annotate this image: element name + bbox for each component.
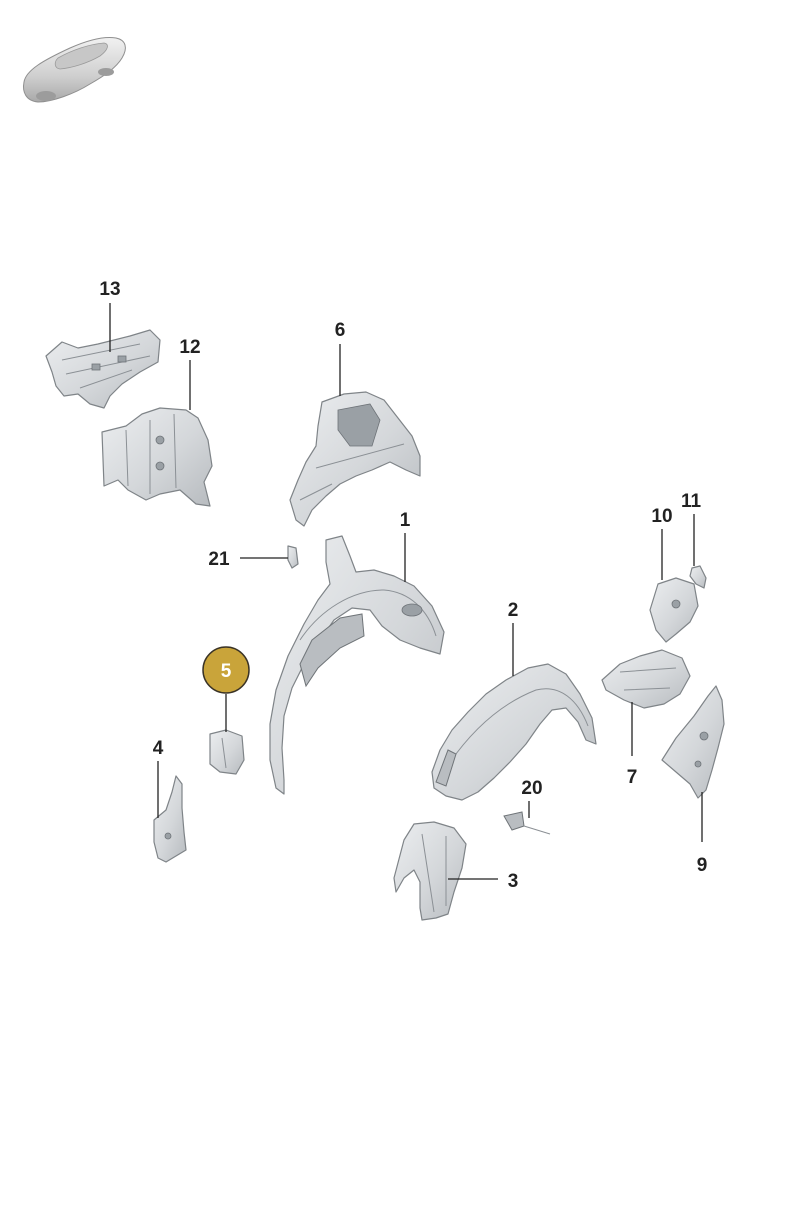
part-20[interactable] — [503, 811, 551, 835]
callout-13[interactable]: 13 — [99, 279, 120, 300]
callout-6[interactable]: 6 — [335, 320, 346, 341]
part-2[interactable] — [431, 663, 597, 801]
car-silhouette-icon — [23, 37, 126, 103]
callout-labels: 13 12 6 1 21 10 11 2 5 4 7 20 9 3 — [99, 279, 707, 892]
callout-1[interactable]: 1 — [400, 510, 411, 531]
part-3[interactable] — [393, 821, 467, 921]
part-9[interactable] — [661, 685, 725, 799]
part-6[interactable] — [289, 391, 421, 527]
callout-21[interactable]: 21 — [208, 549, 230, 570]
part-4[interactable] — [153, 775, 187, 863]
part-21[interactable] — [287, 545, 299, 569]
part-5[interactable] — [209, 729, 245, 775]
callout-7[interactable]: 7 — [627, 767, 638, 788]
callout-9[interactable]: 9 — [697, 855, 708, 876]
part-10[interactable] — [649, 577, 699, 643]
callout-11[interactable]: 11 — [681, 491, 702, 512]
callout-10[interactable]: 10 — [651, 506, 672, 527]
callout-12[interactable]: 12 — [179, 337, 200, 358]
callout-4[interactable]: 4 — [153, 738, 164, 759]
leader-lines — [109, 303, 703, 880]
callout-2[interactable]: 2 — [508, 600, 519, 621]
callout-20[interactable]: 20 — [521, 778, 542, 799]
part-11[interactable] — [689, 565, 707, 589]
part-12[interactable] — [101, 407, 213, 507]
callout-3[interactable]: 3 — [508, 871, 519, 892]
part-7[interactable] — [601, 649, 691, 709]
callout-5[interactable]: 5 — [221, 661, 232, 682]
part-13[interactable] — [45, 329, 161, 409]
part-1[interactable] — [269, 535, 445, 795]
callout-5-highlight[interactable] — [202, 646, 250, 694]
